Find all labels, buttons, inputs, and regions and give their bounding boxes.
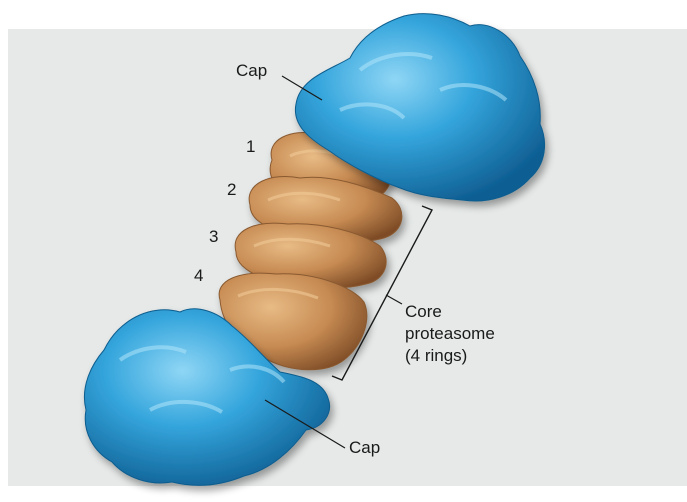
ring-3-label: 3 (209, 227, 218, 247)
ring-4-label: 4 (194, 266, 203, 286)
cap-bottom-label: Cap (349, 438, 380, 458)
core-bracket-leader (386, 295, 402, 304)
core-label-line1: Core (405, 302, 442, 322)
core-label-line2: proteasome (405, 324, 495, 344)
cap-top-label: Cap (236, 61, 267, 81)
core-label-line3: (4 rings) (405, 346, 467, 366)
ring-1-label: 1 (246, 137, 255, 157)
ring-2-label: 2 (227, 180, 236, 200)
